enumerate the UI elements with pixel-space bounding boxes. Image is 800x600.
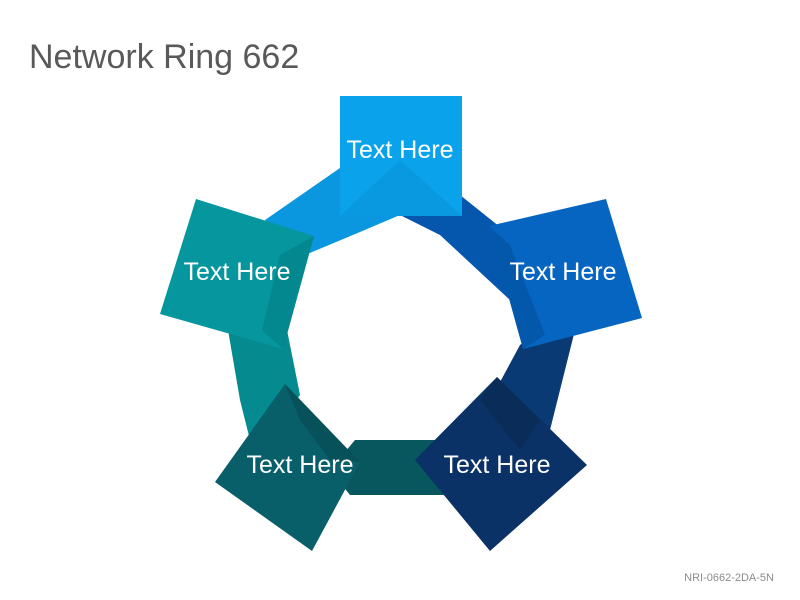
ring-node-4[interactable]: Text Here	[215, 384, 360, 551]
ring-node-3-label: Text Here	[444, 451, 551, 479]
ring-node-4-shade	[285, 384, 360, 462]
ring-node-5-shade	[262, 236, 314, 349]
ring-node-5[interactable]: Text Here	[160, 199, 314, 349]
ring-node-2-shade	[489, 226, 545, 349]
ring-node-2[interactable]: Text Here	[489, 199, 642, 349]
ring-node-1[interactable]: Text Here	[340, 96, 462, 216]
ring-node-3[interactable]: Text Here	[415, 377, 587, 551]
ring-node-1-shade	[340, 160, 462, 216]
ring-node-3-shade	[480, 377, 540, 450]
slide-code: NRI-0662-2DA-5N	[684, 572, 774, 584]
ring-node-4-label: Text Here	[247, 451, 354, 479]
ring-node-3-square	[415, 377, 587, 551]
ring-node-1-label: Text Here	[347, 136, 454, 164]
ring-node-2-label: Text Here	[510, 258, 617, 286]
slide-title: Network Ring 662	[29, 38, 300, 76]
ring-node-5-label: Text Here	[184, 258, 291, 286]
